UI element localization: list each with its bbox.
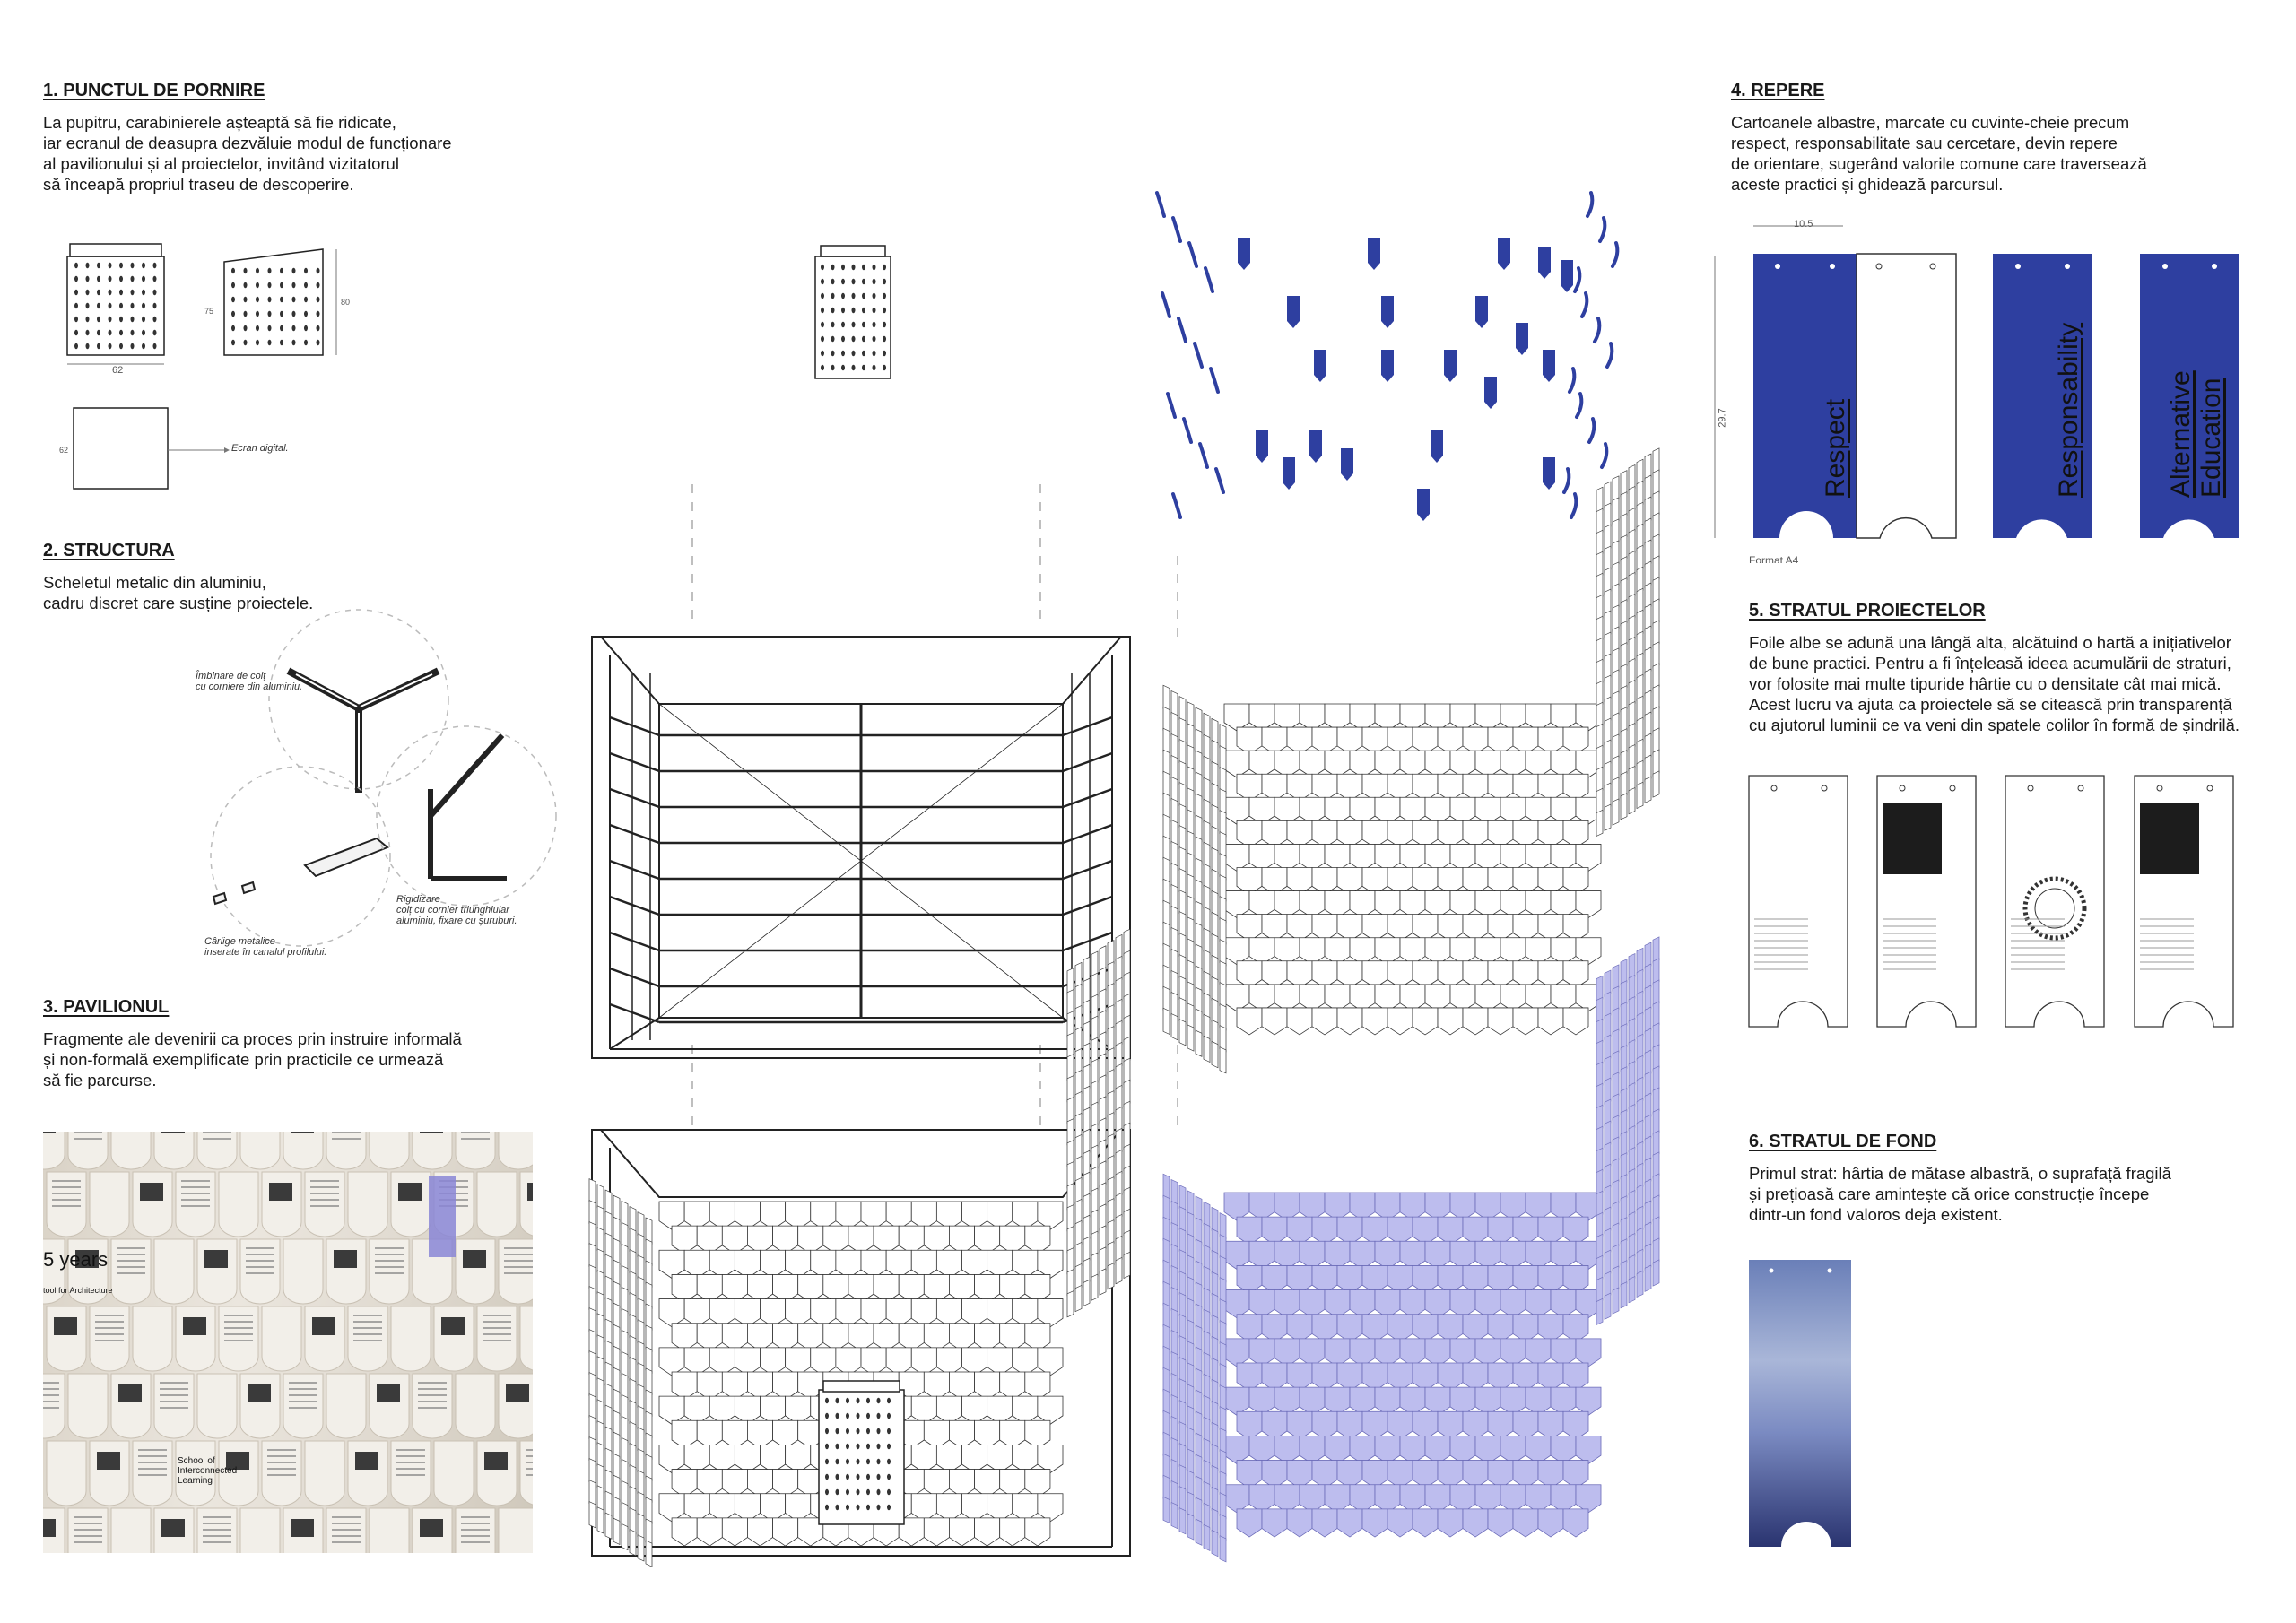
section-3: 3. PAVILIONUL Fragmente ale devenirii ca… bbox=[43, 997, 462, 1090]
pavilion-frame-drawing bbox=[591, 636, 1131, 1059]
background-layer-drawing bbox=[1162, 936, 1660, 1563]
card-label-alternative-education: Alternative Education bbox=[2166, 370, 2226, 498]
dim-side: 75 bbox=[204, 307, 213, 316]
section-4: 4. REPERE Cartoanele albastre, marcate c… bbox=[1731, 81, 2147, 195]
pavilion-photo: 5 years tool for Architecture School of … bbox=[43, 1132, 533, 1553]
project-cards bbox=[1748, 775, 2234, 1028]
photo-card-text: School of Interconnected Learning bbox=[178, 1456, 238, 1486]
section-body: Foile albe se adună una lângă alta, alcă… bbox=[1749, 633, 2240, 734]
section-title: 1. PUNCTUL DE PORNIRE bbox=[43, 81, 265, 100]
section-body: Fragmente ale devenirii ca proces prin i… bbox=[43, 1029, 462, 1089]
markers-scatter-drawing bbox=[1155, 191, 1620, 521]
corner-joint-label: Îmbinare de colț cu corniere din alumini… bbox=[196, 671, 303, 692]
stiffening-label: Rigidizare colț cu cornier triunghiular … bbox=[396, 894, 517, 926]
section-2: 2. STRUCTURA Scheletul metalic din alumi… bbox=[43, 541, 313, 613]
section-6: 6. STRATUL DE FOND Primul strat: hârtia … bbox=[1749, 1132, 2171, 1225]
card-label-respect: Respect bbox=[1821, 398, 1850, 498]
screen-label: Ecran digital. bbox=[231, 443, 289, 454]
section-title: 6. STRATUL DE FOND bbox=[1749, 1132, 1937, 1151]
marker-cards bbox=[1714, 225, 2239, 539]
desk-elevation-drawing: 62 80 75 62 bbox=[59, 243, 350, 490]
dim-height: 80 bbox=[341, 298, 350, 307]
dim-format: Format A4 bbox=[1749, 554, 1799, 563]
section-5: 5. STRATUL PROIECTELOR Foile albe se adu… bbox=[1749, 601, 2239, 735]
section-title: 4. REPERE bbox=[1731, 81, 1825, 100]
hooks-label: Cârlige metalice inserate în canalul pro… bbox=[204, 936, 327, 958]
pavilion-assembled-drawing bbox=[588, 928, 1131, 1567]
desk-isometric bbox=[814, 245, 891, 379]
dim-width: 62 bbox=[112, 365, 123, 376]
section-body: La pupitru, carabinierele așteaptă să fi… bbox=[43, 113, 452, 194]
dim-depth: 62 bbox=[59, 446, 68, 455]
projects-layer-drawing bbox=[1162, 447, 1660, 1074]
silk-paper-card bbox=[1749, 1260, 1851, 1547]
dim-card-width: 10.5 bbox=[1794, 219, 1813, 230]
photo-years: 5 years bbox=[43, 1248, 109, 1271]
section-title: 3. PAVILIONUL bbox=[43, 997, 170, 1017]
card-label-responsability: Responsability bbox=[2054, 322, 2083, 498]
photo-sub: tool for Architecture bbox=[43, 1286, 113, 1295]
section-title: 2. STRUCTURA bbox=[43, 541, 175, 560]
section-1: 1. PUNCTUL DE PORNIRE La pupitru, carabi… bbox=[43, 81, 452, 195]
section-body: Primul strat: hârtia de mătase albastră,… bbox=[1749, 1164, 2171, 1224]
section-body: Cartoanele albastre, marcate cu cuvinte-… bbox=[1731, 113, 2147, 194]
dim-card-height: 29.7 bbox=[1717, 408, 1728, 428]
section-title: 5. STRATUL PROIECTELOR bbox=[1749, 601, 1986, 621]
section-body: Scheletul metalic din aluminiu, cadru di… bbox=[43, 573, 314, 612]
structure-details bbox=[210, 609, 557, 947]
